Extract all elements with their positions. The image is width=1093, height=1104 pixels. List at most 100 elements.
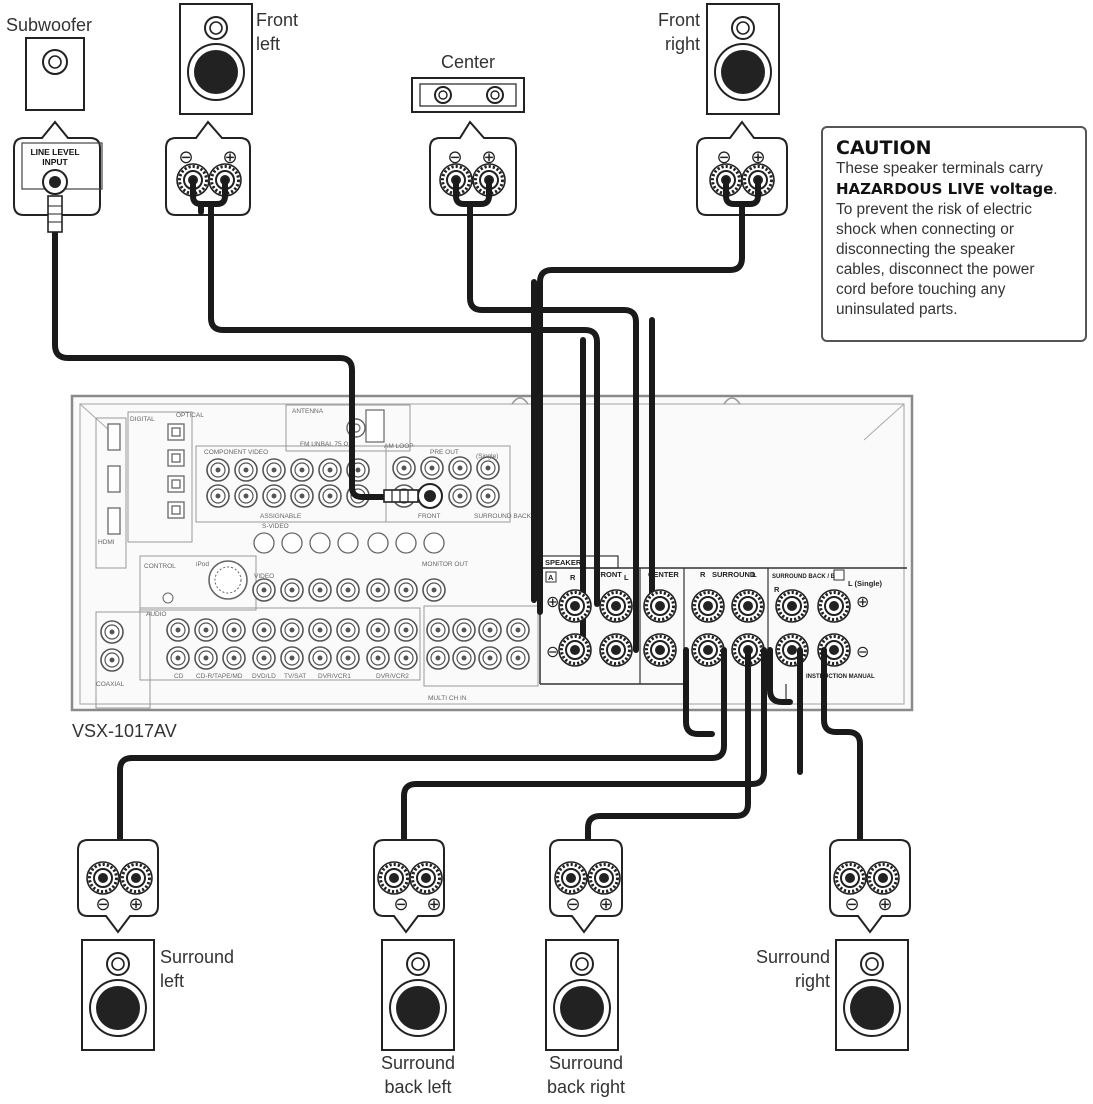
label-s-video: S-VIDEO <box>262 523 289 530</box>
surround-back-right-speaker <box>545 939 619 1051</box>
label-tv-sat: TV/SAT <box>284 673 306 680</box>
label-pre-out: PRE OUT <box>430 449 459 456</box>
receiver-speaker-posts <box>383 483 852 668</box>
label-dvr-vcr2: DVR/VCR2 <box>376 673 409 680</box>
polarity-pos: ⊕ <box>426 894 441 914</box>
surround-back-left-speaker <box>381 939 455 1051</box>
label-multi-ch-in: MULTI CH IN <box>428 695 467 702</box>
label-a: A <box>548 573 554 582</box>
caution-rest-6: uninsulated parts. <box>836 301 958 318</box>
polarity-neg: ⊖ <box>447 147 462 167</box>
label-l: L <box>624 573 629 582</box>
label-am-loop: AM LOOP <box>384 443 414 450</box>
front-left-label-line2: left <box>256 34 281 54</box>
surround-left-speaker <box>81 939 155 1051</box>
front-right-label-line1: Front <box>657 10 700 30</box>
polarity-neg: ⊖ <box>716 147 731 167</box>
label-fm: FM UNBAL 75 Ω <box>300 441 348 448</box>
surround-back-right-label-line1: Surround <box>548 1053 624 1073</box>
label-single: (Single) <box>476 453 498 460</box>
top-polarity-symbols: ⊖ ⊕ ⊖ ⊕ ⊖ ⊕ <box>178 147 765 167</box>
panel-negative: ⊖ <box>546 644 559 661</box>
caution-period: . <box>1053 181 1058 198</box>
center-speaker <box>411 77 525 113</box>
polarity-neg: ⊖ <box>178 147 193 167</box>
speaker-cables <box>52 177 761 653</box>
polarity-pos: ⊕ <box>877 894 892 914</box>
caution-hazard-line: HAZARDOUS LIVE voltage. <box>836 179 1075 200</box>
surround-left-label-line2: left <box>160 971 185 991</box>
label-digital: DIGITAL <box>130 416 155 423</box>
label-hdmi: HDMI <box>98 539 115 546</box>
polarity-pos: ⊕ <box>222 147 237 167</box>
polarity-pos: ⊕ <box>598 894 613 914</box>
label-assignable: ASSIGNABLE <box>260 513 302 520</box>
label-antenna: ANTENNA <box>292 408 324 415</box>
bottom-speaker-cables <box>100 647 886 881</box>
polarity-neg: ⊖ <box>565 894 580 914</box>
center-label: Center <box>441 52 496 72</box>
surround-right-speaker <box>835 939 909 1051</box>
surround-right-label-line2: right <box>794 971 830 991</box>
front-left-speaker <box>179 3 253 115</box>
polarity-pos: ⊕ <box>128 894 143 914</box>
label-cdr-tape: CD-R/TAPE/MD <box>196 673 243 680</box>
label-speakers: SPEAKERS <box>545 558 586 567</box>
label-surround-back-speakers: SURROUND BACK / B <box>772 574 836 580</box>
panel-positive: ⊕ <box>546 594 559 611</box>
panel-negative-right: ⊖ <box>856 644 869 661</box>
caution-title: CAUTION <box>836 137 932 159</box>
panel-positive-right: ⊕ <box>856 594 869 611</box>
surround-back-right-terminal <box>549 839 623 934</box>
surround-left-label-line1: Surround <box>160 947 235 967</box>
subwoofer-plug <box>47 195 63 233</box>
surround-right-terminal <box>829 839 911 934</box>
label-component-video: COMPONENT VIDEO <box>204 449 268 456</box>
label-monitor-out: MONITOR OUT <box>422 561 468 568</box>
polarity-pos: ⊕ <box>750 147 765 167</box>
surround-back-right-label-line2: back right <box>546 1077 626 1097</box>
line-level-label: LINE LEVEL <box>30 147 79 157</box>
label-cd: CD <box>174 673 184 680</box>
label-optical: OPTICAL <box>176 412 204 419</box>
caution-rest-4: cables, disconnect the power <box>836 261 1035 278</box>
caution-rest-1: To prevent the risk of electric <box>836 201 1032 218</box>
surround-left-terminal <box>77 839 159 934</box>
surround-right-label-line1: Surround <box>755 947 830 967</box>
label-surround-speakers: SURROUND <box>712 570 756 579</box>
label-surround-back: SURROUND BACK <box>474 513 532 520</box>
label-control: CONTROL <box>144 563 176 570</box>
polarity-neg: ⊖ <box>95 894 110 914</box>
label-dvd-ld: DVD/LD <box>252 673 276 680</box>
front-right-speaker <box>706 3 780 115</box>
label-surround-l: L <box>752 570 757 579</box>
label-front-speakers: FRONT <box>596 570 622 579</box>
surround-back-left-label-line1: Surround <box>380 1053 456 1073</box>
label-l-single: L (Single) <box>848 579 883 588</box>
surround-back-left-label-line2: back left <box>384 1077 452 1097</box>
front-left-terminal <box>165 120 251 216</box>
front-right-label-line2: right <box>664 34 700 54</box>
label-surround-r: R <box>700 570 706 579</box>
label-ipod: iPod <box>196 561 209 568</box>
label-sb-r: R <box>774 585 780 594</box>
caution-rest-3: disconnecting the speaker <box>836 241 1015 258</box>
label-coaxial: COAXIAL <box>96 681 125 688</box>
subwoofer-input-callout <box>13 120 103 216</box>
receiver-panel-labels: DIGITAL OPTICAL ANTENNA FM UNBAL 75 Ω AM… <box>96 408 532 702</box>
label-manual: INSTRUCTION MANUAL <box>806 674 875 680</box>
label-dvr-vcr1: DVR/VCR1 <box>318 673 351 680</box>
caution-bold: HAZARDOUS LIVE voltage <box>836 180 1054 198</box>
caution-rest-2: shock when connecting or <box>836 221 1014 238</box>
label-r: R <box>570 573 576 582</box>
subwoofer-speaker <box>25 37 85 111</box>
surround-back-left-terminal <box>373 839 445 934</box>
label-video: VIDEO <box>254 573 274 580</box>
subwoofer-label: Subwoofer <box>6 15 93 35</box>
label-center-speakers: CENTER <box>648 570 679 579</box>
polarity-neg: ⊖ <box>393 894 408 914</box>
receiver-rear-panel: DIGITAL OPTICAL ANTENNA FM UNBAL 75 Ω AM… <box>70 394 914 712</box>
front-left-label-line1: Front <box>256 10 299 30</box>
input-label: INPUT <box>42 157 68 167</box>
